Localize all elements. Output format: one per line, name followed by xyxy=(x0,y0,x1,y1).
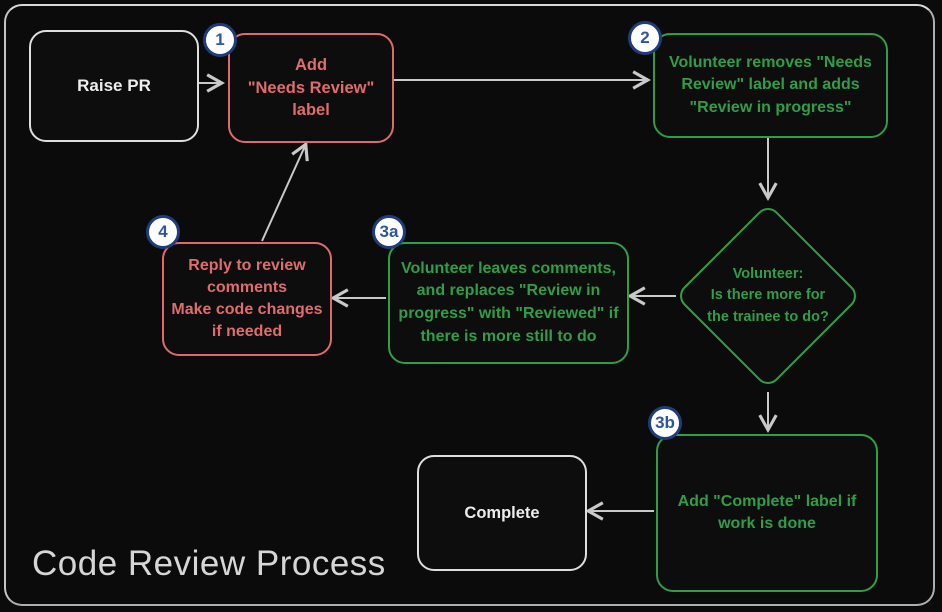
node-raise-pr: Raise PR xyxy=(29,30,199,142)
node-step3b-label: Add "Complete" label if work is done xyxy=(677,492,857,532)
node-step2-volunteer-removes: Volunteer removes "Needs Review" label a… xyxy=(653,33,888,138)
badge-step-1: 1 xyxy=(203,23,237,57)
arrow-step4-to-step1 xyxy=(261,141,309,242)
node-step3a-label: Volunteer leaves comments, and replaces … xyxy=(398,259,619,345)
badge-step-4-text: 4 xyxy=(158,222,168,241)
node-step4-reply-to-review: Reply to review comments Make code chang… xyxy=(162,242,332,356)
node-decision-label: Volunteer: Is there more for the trainee… xyxy=(707,266,829,325)
badge-step-2: 2 xyxy=(628,21,662,55)
node-step3b-add-complete-label: Add "Complete" label if work is done xyxy=(656,434,878,592)
badge-step-2-text: 2 xyxy=(640,28,650,47)
node-step2-label: Volunteer removes "Needs Review" label a… xyxy=(669,54,872,116)
node-step4-label: Reply to review comments Make code chang… xyxy=(171,256,323,341)
badge-step-3b-text: 3b xyxy=(655,413,675,432)
node-complete: Complete xyxy=(417,455,587,571)
badge-step-3a-text: 3a xyxy=(379,222,399,241)
badge-step-3b: 3b xyxy=(648,406,682,440)
badge-step-3a: 3a xyxy=(372,215,406,249)
badge-step-1-text: 1 xyxy=(215,30,225,49)
node-raise-pr-label: Raise PR xyxy=(77,76,151,96)
node-decision-label-wrap: Volunteer: Is there more for the trainee… xyxy=(678,236,858,356)
node-complete-label: Complete xyxy=(464,503,540,522)
page-title: Code Review Process xyxy=(32,544,386,583)
node-step1-label: Add "Needs Review" label xyxy=(247,55,375,120)
node-step3a-volunteer-comments: Volunteer leaves comments, and replaces … xyxy=(388,242,629,364)
node-step1-add-needs-review: Add "Needs Review" label xyxy=(228,33,394,143)
badge-step-4: 4 xyxy=(146,215,180,249)
